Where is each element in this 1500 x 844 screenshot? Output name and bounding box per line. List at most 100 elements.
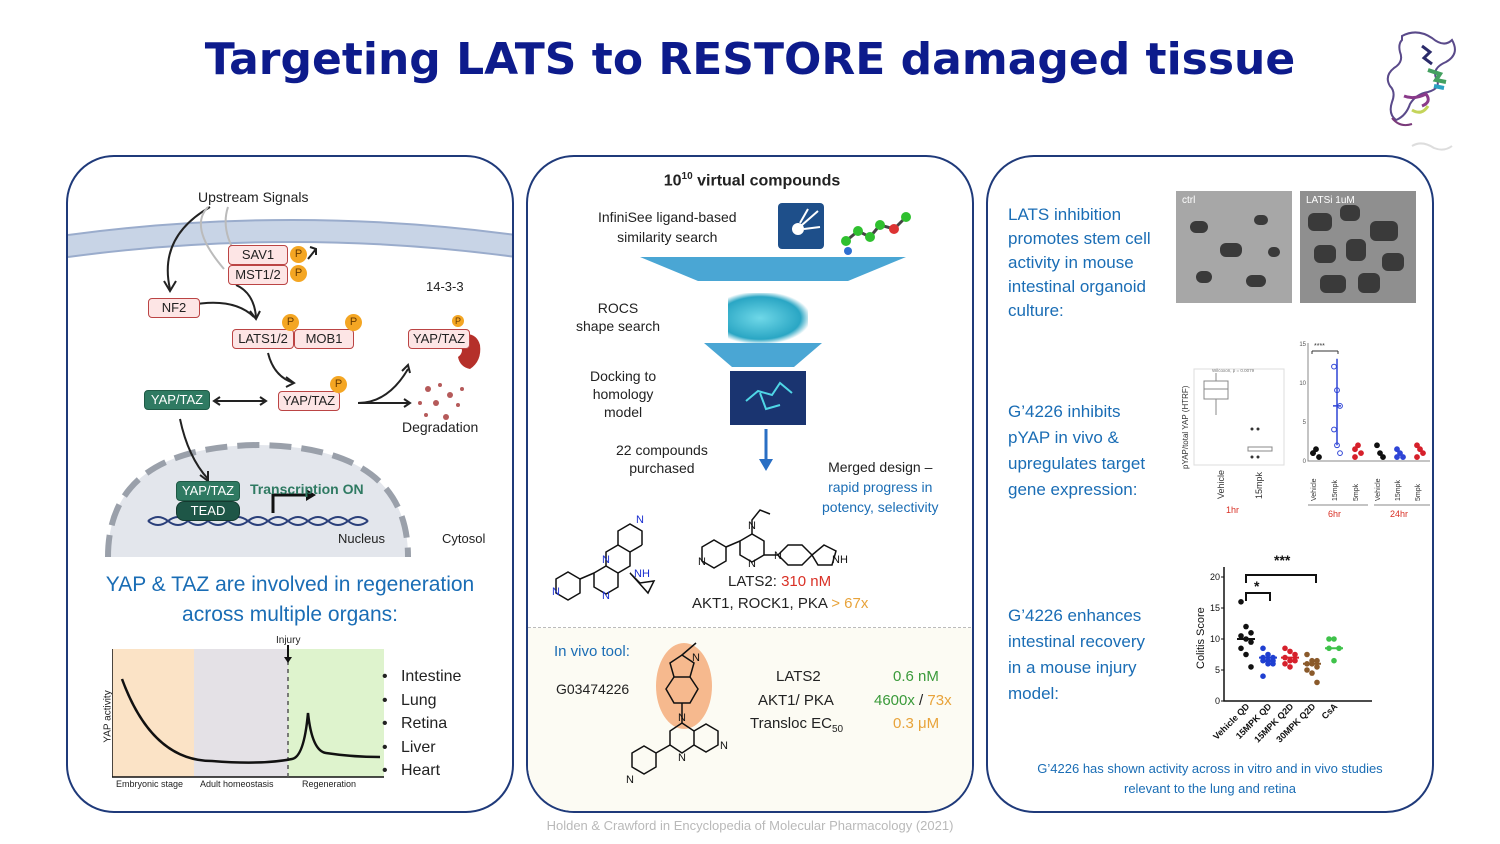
nh-label: NH xyxy=(832,554,848,566)
significance-label: *** xyxy=(1274,552,1291,568)
organ-item: • Intestine xyxy=(382,668,462,685)
tick-label: 10 xyxy=(1210,634,1220,644)
hit-compound-structure: N N N N NH xyxy=(552,514,656,602)
organ-item: • Retina xyxy=(382,715,448,732)
nitrogen-label: N xyxy=(552,586,560,598)
data-point xyxy=(1260,645,1266,652)
nitrogen-label: N xyxy=(602,590,610,602)
nf2-node: NF2 xyxy=(148,298,200,318)
citation: Holden & Crawford in Encyclopedia of Mol… xyxy=(546,818,954,833)
phospho-badge: P xyxy=(345,314,362,331)
docking-image xyxy=(730,371,806,425)
gene-xlabel: Vehicle xyxy=(1311,478,1318,501)
stage-label: Embryonic stage xyxy=(116,779,184,789)
virtual-screening-panel: 1010 virtual compounds InfiniSee ligand-… xyxy=(526,155,974,813)
virtual-compounds-heading: 1010 virtual compounds xyxy=(663,171,841,190)
cytosol-label: Cytosol xyxy=(442,531,486,546)
organoid-lats-image: LATSi 1uM xyxy=(1300,191,1416,303)
tead-node: TEAD xyxy=(176,501,240,521)
pyap-boxplot-chart: Wilcoxon, p = 0.0079 pYAP/total YAP (HTR… xyxy=(1181,368,1285,515)
data-point xyxy=(1417,446,1423,453)
data-point xyxy=(1265,651,1271,658)
data-point xyxy=(1420,450,1426,457)
lats12-node: LATS1/2 xyxy=(232,329,294,349)
cell-membrane xyxy=(68,206,512,557)
yaptaz-active-node: YAP/TAZ xyxy=(144,390,210,410)
protein-structure-icon xyxy=(1386,31,1456,151)
data-point xyxy=(1314,679,1320,686)
section-divider xyxy=(528,627,972,628)
tick-label: 15 xyxy=(1210,603,1220,613)
data-point xyxy=(1394,454,1400,460)
data-point xyxy=(1265,661,1271,667)
data-point xyxy=(1287,648,1293,655)
14-3-3-label: 14-3-3 xyxy=(426,279,464,294)
injury-label: Injury xyxy=(276,635,301,646)
degradation-label: Degradation xyxy=(402,419,479,435)
data-point xyxy=(1248,630,1254,636)
organ-item: • Lung xyxy=(382,691,437,709)
phospho-badge: P xyxy=(330,376,347,393)
summary-line1: G’4226 has shown activity across in vitr… xyxy=(1037,761,1383,776)
gene-expression-chart: 0 5 10 15 **** Vehicle 15mpk 5mpk Vehicl… xyxy=(1299,342,1430,519)
error-bar xyxy=(1333,358,1341,446)
data-point xyxy=(1394,446,1400,453)
phospho-badge: P xyxy=(452,315,464,327)
gene-xlabel: 15mpk xyxy=(1332,479,1339,501)
pyap-xlabel: 15mpk xyxy=(1254,471,1264,499)
data-point xyxy=(1260,657,1266,664)
row-label: Transloc EC50 xyxy=(750,715,844,735)
data-point xyxy=(1243,623,1249,630)
yaptaz-nuclear-node: YAP/TAZ xyxy=(176,481,240,501)
colitis-ylabel: Colitis Score xyxy=(1195,607,1207,669)
nitrogen-label: N xyxy=(748,520,756,532)
data-point xyxy=(1304,667,1310,673)
tick-label: 15 xyxy=(1299,342,1306,348)
nitrogen-label: N xyxy=(692,652,700,664)
gene-xlabel: 15mpk xyxy=(1395,479,1402,501)
data-point xyxy=(1331,636,1337,642)
significance-label: **** xyxy=(1314,343,1325,350)
data-point xyxy=(1400,454,1406,460)
nitrogen-label: N xyxy=(678,712,686,724)
row-value: 0.3 μM xyxy=(893,715,940,732)
yap-activity-curve xyxy=(112,645,384,778)
screening-funnel xyxy=(640,257,906,367)
summary-line2: relevant to the lung and retina xyxy=(1123,781,1296,796)
row-value: 4600x xyxy=(874,691,915,709)
rocs-shape-image xyxy=(728,293,808,343)
pyap-xlabel: Vehicle xyxy=(1216,470,1226,499)
phospho-badge: P xyxy=(290,246,307,263)
yaptaz-phospho-node: YAP/TAZ xyxy=(278,391,340,411)
row-label: AKT1/ PKA xyxy=(758,691,834,709)
yaptaz-bound-node: YAP/TAZ xyxy=(408,329,470,349)
data-point xyxy=(1287,657,1293,664)
wilcoxon-annotation: Wilcoxon, p = 0.0079 xyxy=(1212,368,1255,373)
organoid-ctrl-image: ctrl xyxy=(1176,191,1292,303)
data-point xyxy=(1331,426,1337,433)
regeneration-heading-line1: YAP & TAZ are involved in regeneration xyxy=(105,573,475,596)
tick-label: 20 xyxy=(1210,572,1220,582)
merged-compound-structure: N N N N NH xyxy=(698,509,848,570)
data-point xyxy=(1248,664,1254,670)
data-point xyxy=(1238,645,1244,652)
nucleus-label: Nucleus xyxy=(338,531,385,546)
group-label-1hr: 1hr xyxy=(1226,505,1239,515)
significance-label: * xyxy=(1254,578,1260,594)
data-point xyxy=(1292,657,1298,664)
y-axis-label: YAP activity xyxy=(102,690,114,743)
colitis-xlabel: CsA xyxy=(1320,701,1340,721)
data-point xyxy=(1243,651,1249,658)
tick-label: 0 xyxy=(1303,459,1307,465)
organ-list: • Intestine • Lung • Retina • Liver • He… xyxy=(382,665,461,783)
merged-design-label: Merged design – rapid progress in potenc… xyxy=(822,459,939,515)
data-point xyxy=(1397,450,1403,457)
data-point xyxy=(1282,661,1288,667)
data-point xyxy=(1238,599,1244,605)
data-point xyxy=(1309,670,1315,676)
